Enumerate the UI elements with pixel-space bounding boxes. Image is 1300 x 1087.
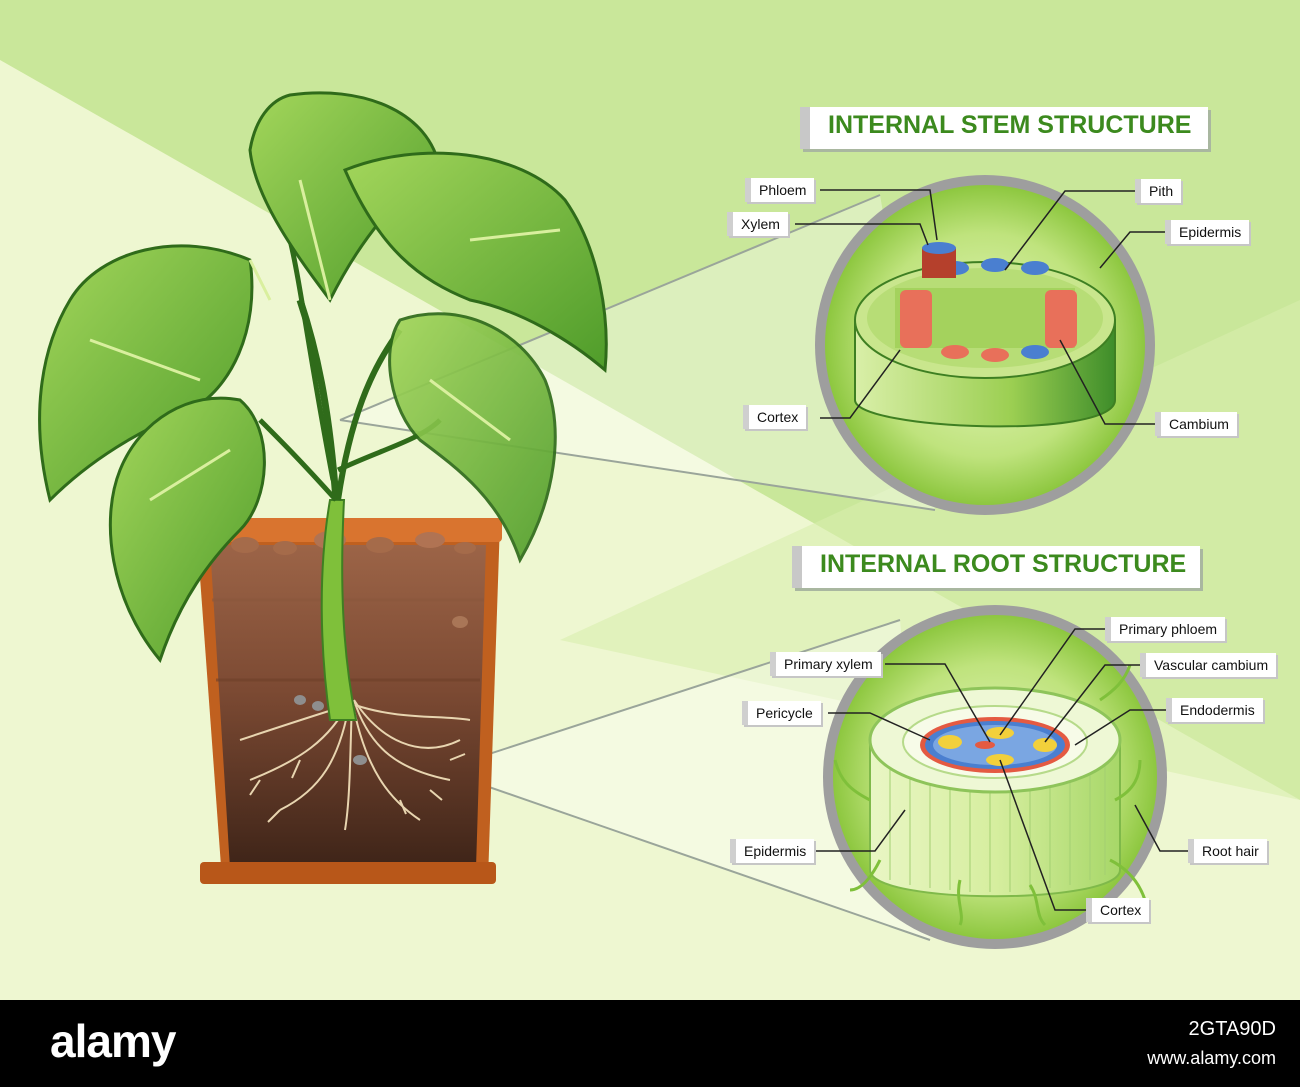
stem-label-xylem: Xylem <box>727 212 788 236</box>
watermark-footer: alamy 2GTA90D www.alamy.com <box>0 1000 1300 1087</box>
stem-cross-section-lens <box>815 175 1155 515</box>
root-label-primary-phloem: Primary phloem <box>1105 617 1226 641</box>
watermark-url: www.alamy.com <box>1147 1048 1276 1068</box>
watermark-brand: alamy <box>50 1015 176 1067</box>
stem-leader-lines <box>795 189 1165 425</box>
plant-diagram <box>0 60 1300 1000</box>
stem-title: INTERNAL STEM STRUCTURE <box>828 111 1192 139</box>
stem-label-cambium: Cambium <box>1155 412 1237 436</box>
root-label-vascular-cambium: Vascular cambium <box>1140 653 1277 677</box>
root-label-root-hair: Root hair <box>1188 839 1267 863</box>
stem-label-phloem: Phloem <box>745 178 815 202</box>
root-label-epidermis: Epidermis <box>730 839 815 863</box>
root-label-endodermis: Endodermis <box>1166 698 1263 722</box>
root-cross-section-lens <box>823 605 1167 949</box>
diagram-stage <box>0 60 1300 1000</box>
stem-label-epidermis: Epidermis <box>1165 220 1250 244</box>
stem-label-pith: Pith <box>1135 179 1182 203</box>
watermark-image-id: 2GTA90D <box>1188 1018 1276 1040</box>
plant-stem <box>258 239 442 721</box>
root-label-cortex: Cortex <box>1086 898 1150 922</box>
root-title: INTERNAL ROOT STRUCTURE <box>820 550 1187 578</box>
stem-title-box: INTERNAL STEM STRUCTURE <box>800 107 1208 149</box>
root-label-pericycle: Pericycle <box>742 701 821 725</box>
root-leader-lines <box>815 628 1188 911</box>
root-title-box: INTERNAL ROOT STRUCTURE <box>792 546 1200 588</box>
plant-leaves <box>38 91 608 664</box>
root-label-primary-xylem: Primary xylem <box>770 652 881 676</box>
stem-label-cortex: Cortex <box>743 405 807 429</box>
